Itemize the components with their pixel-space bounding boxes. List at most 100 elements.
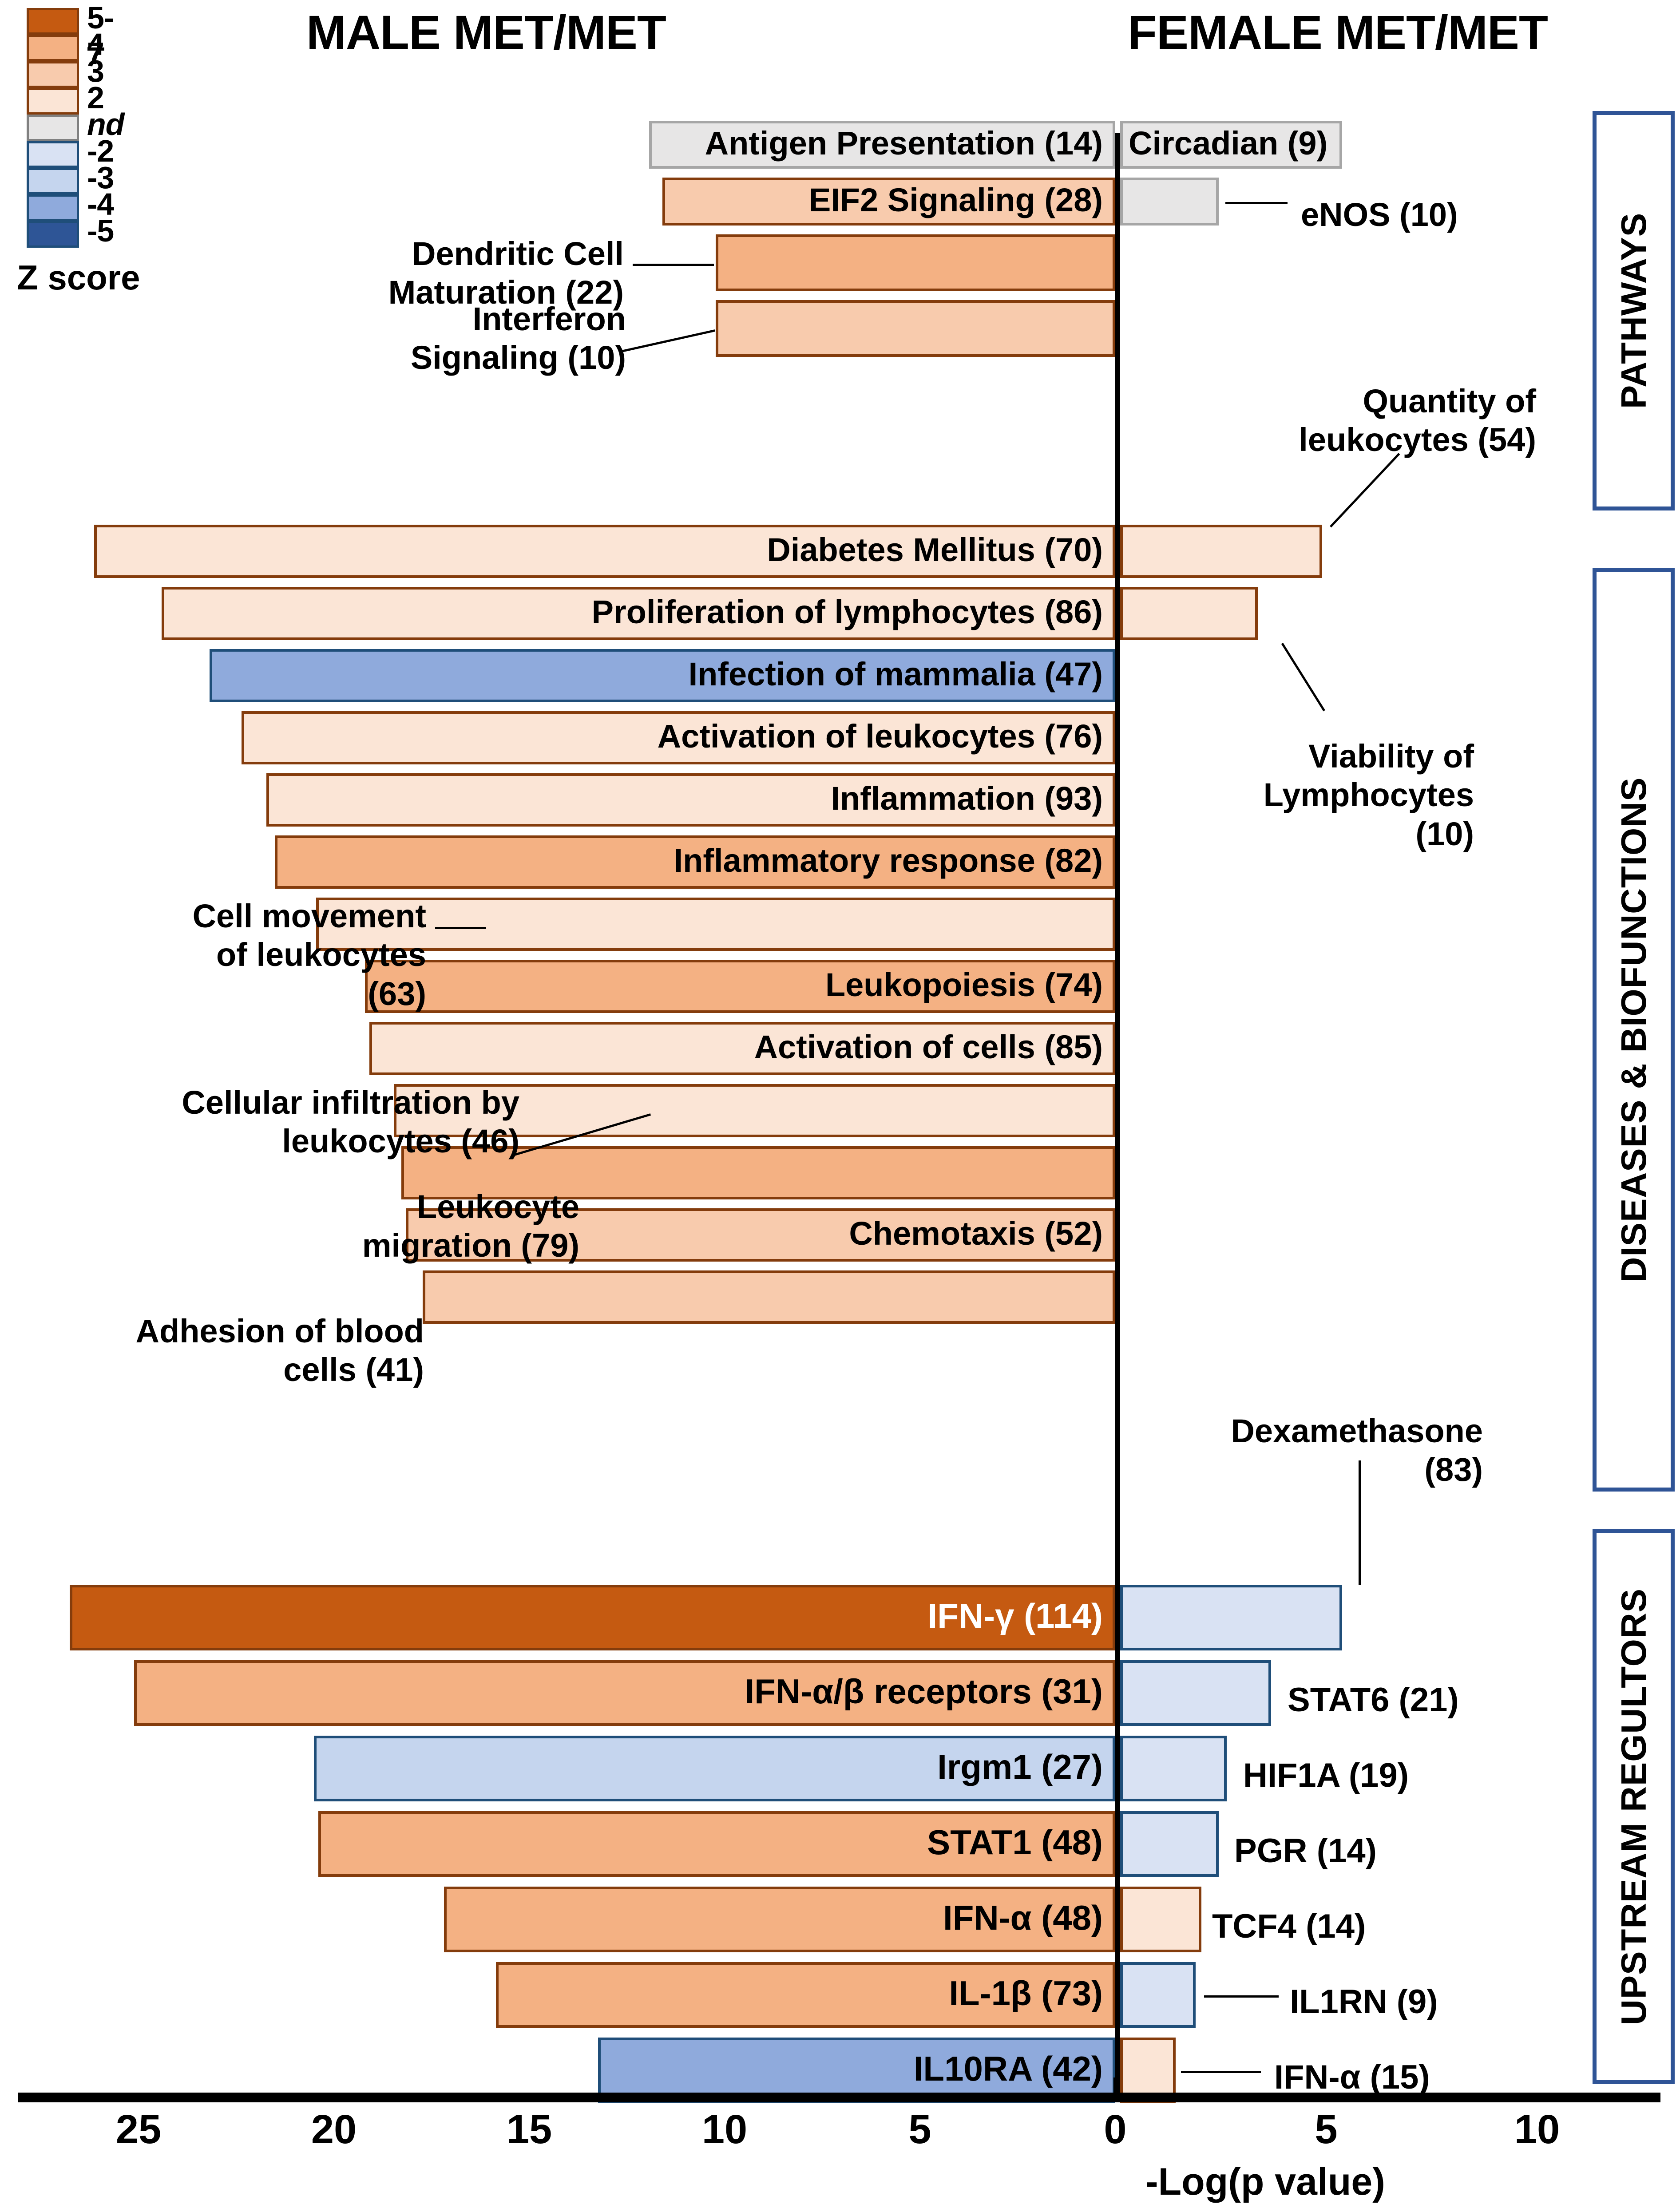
leader-interferon — [619, 329, 716, 353]
label-line: Dendritic Cell — [412, 235, 624, 272]
legend-swatch-2 — [27, 88, 79, 115]
x-tick-25-left: 25 — [115, 2107, 162, 2152]
bar-label-inflammation: Inflammation (93) — [831, 780, 1103, 817]
legend-swatch-5neg7 — [27, 8, 79, 35]
bar-ifn-alpha-female[interactable] — [1120, 2038, 1176, 2103]
bar-label-activation-of-leukocytes: Activation of leukocytes (76) — [657, 718, 1103, 755]
label-line: Dexamethasone — [1231, 1413, 1483, 1449]
x-tick-0: 0 — [1104, 2107, 1127, 2152]
bar-diabetes-mellitus[interactable] — [94, 525, 1115, 578]
leader-dexamethasone — [1359, 1460, 1361, 1585]
label-line: Adhesion of blood cells (41) — [135, 1313, 424, 1389]
bar-stat6[interactable] — [1120, 1660, 1271, 1726]
legend-swatch-3 — [27, 61, 79, 88]
category-box-upstream: UPSTREAM REGULTORS — [1593, 1529, 1675, 2084]
legend-label-neg5: -5 — [87, 214, 114, 248]
bar-eif2-signaling[interactable] — [662, 178, 1115, 226]
bar-tcf4[interactable] — [1120, 1887, 1201, 1952]
x-tick-10: 10 — [1514, 2107, 1560, 2152]
bar-cellular-infiltration-by-leukocytes[interactable] — [394, 1084, 1115, 1137]
bar-ifn-ab-receptors[interactable] — [134, 1660, 1115, 1726]
bar-label-stat1: STAT1 (48) — [927, 1822, 1103, 1862]
bar-enos[interactable] — [1120, 178, 1219, 226]
label-line: IL1RN (9) — [1290, 1983, 1438, 2021]
label-dexamethasone-label: Dexamethasone(83) — [1199, 1412, 1483, 1489]
bar-dendritic-cell-maturation[interactable] — [716, 234, 1115, 291]
label-line: PGR (14) — [1234, 1832, 1377, 1870]
label-adhesion-of-blood-cells-label: Adhesion of blood cells (41) — [78, 1312, 424, 1389]
label-line: Leukocyte migration (79) — [362, 1188, 579, 1264]
bar-label-inflammatory-response: Inflammatory response (82) — [674, 842, 1103, 879]
label-line: Viability of — [1308, 738, 1474, 775]
bar-circadian[interactable] — [1120, 121, 1342, 169]
bar-label-il-1-beta: IL-1β (73) — [949, 1973, 1103, 2013]
bar-label-eif2-signaling: EIF2 Signaling (28) — [809, 182, 1103, 219]
zero-axis-line — [1115, 133, 1120, 2097]
legend-label-neg4: -4 — [87, 187, 114, 222]
bar-inflammatory-response[interactable] — [275, 835, 1115, 889]
label-enos-label: eNOS (10) — [1301, 195, 1487, 234]
bar-infection-of-mammalia[interactable] — [210, 649, 1115, 702]
label-stat6-label: STAT6 (21) — [1288, 1680, 1474, 1720]
leader-dendritic — [633, 264, 714, 266]
label-line: Cellular infiltration by — [182, 1084, 519, 1121]
label-leukocyte-migration-label: Leukocyte migration (79) — [273, 1187, 579, 1265]
bar-antigen-presentation[interactable] — [649, 121, 1115, 169]
bar-label-proliferation-of-lymphocytes: Proliferation of lymphocytes (86) — [591, 594, 1103, 631]
bar-label-diabetes-mellitus: Diabetes Mellitus (70) — [767, 531, 1103, 569]
bar-label-ifn-alpha-male: IFN-α (48) — [943, 1898, 1103, 1937]
label-line: Cell movement — [192, 898, 426, 934]
label-line: Signaling (10) — [410, 339, 626, 376]
x-tick-20-left: 20 — [311, 2107, 357, 2152]
bar-cell-movement-of-leukocytes[interactable] — [316, 898, 1115, 951]
bar-leukocyte-migration[interactable] — [401, 1146, 1115, 1199]
bar-activation-of-leukocytes[interactable] — [242, 711, 1115, 764]
bar-pgr[interactable] — [1120, 1811, 1219, 1877]
legend-label-5neg7: 5-7 — [87, 0, 114, 71]
bar-label-activation-of-cells: Activation of cells (85) — [754, 1029, 1103, 1066]
bar-adhesion-of-blood-cells[interactable] — [423, 1270, 1115, 1324]
bar-label-ifn-gamma: IFN-γ (114) — [927, 1596, 1103, 1635]
legend-swatch-neg5 — [27, 221, 79, 248]
bar-activation-of-cells[interactable] — [369, 1022, 1115, 1075]
leader-il1rn — [1204, 1995, 1279, 1998]
leader-enos — [1225, 202, 1288, 204]
bar-label-circadian: Circadian (9) — [1129, 125, 1328, 162]
bar-label-il10ra: IL10RA (42) — [913, 2049, 1103, 2088]
label-line: leukocytes (54) — [1299, 421, 1536, 459]
x-tick-5-left: 5 — [908, 2107, 931, 2152]
bar-ifn-alpha-male[interactable] — [444, 1887, 1115, 1952]
bar-leukopoiesis[interactable] — [365, 960, 1115, 1013]
bar-dexamethasone[interactable] — [1120, 1585, 1342, 1650]
legend-swatch-neg2 — [27, 141, 79, 168]
bar-inflammation[interactable] — [266, 773, 1115, 827]
legend-label-neg2: -2 — [87, 134, 114, 168]
bar-ifn-gamma[interactable] — [70, 1585, 1115, 1650]
x-tick-15-left: 15 — [506, 2107, 552, 2152]
bar-il1rn[interactable] — [1120, 1962, 1196, 2028]
bar-interferon-signaling[interactable] — [716, 300, 1115, 357]
bar-chemotaxis[interactable] — [406, 1208, 1115, 1262]
bar-quantity-of-leukocytes[interactable] — [1120, 525, 1322, 578]
label-line: Maturation (22) — [388, 274, 624, 311]
bar-hif1a[interactable] — [1120, 1736, 1227, 1801]
bar-proliferation-of-lymphocytes[interactable] — [162, 587, 1115, 640]
label-line: Lymphocytes (10) — [1263, 776, 1474, 852]
legend-swatch-nd — [27, 115, 79, 141]
bar-label-infection-of-mammalia: Infection of mammalia (47) — [688, 656, 1103, 693]
bar-viability-of-lymphocytes[interactable] — [1120, 587, 1258, 640]
legend-label-4: 4 — [87, 27, 104, 62]
legend-swatch-neg4 — [27, 194, 79, 221]
leader-quantity — [1330, 453, 1400, 528]
legend-caption: Z score — [17, 258, 140, 297]
leader-cell-movement — [435, 927, 486, 929]
bar-irgm1[interactable] — [314, 1736, 1115, 1801]
legend-label-nd: nd — [87, 107, 125, 142]
x-tick-10-left: 10 — [701, 2107, 748, 2152]
category-label-pathways: PATHWAYS — [1613, 212, 1653, 409]
bar-il-1-beta[interactable] — [496, 1962, 1115, 2028]
bar-stat1[interactable] — [318, 1811, 1115, 1877]
